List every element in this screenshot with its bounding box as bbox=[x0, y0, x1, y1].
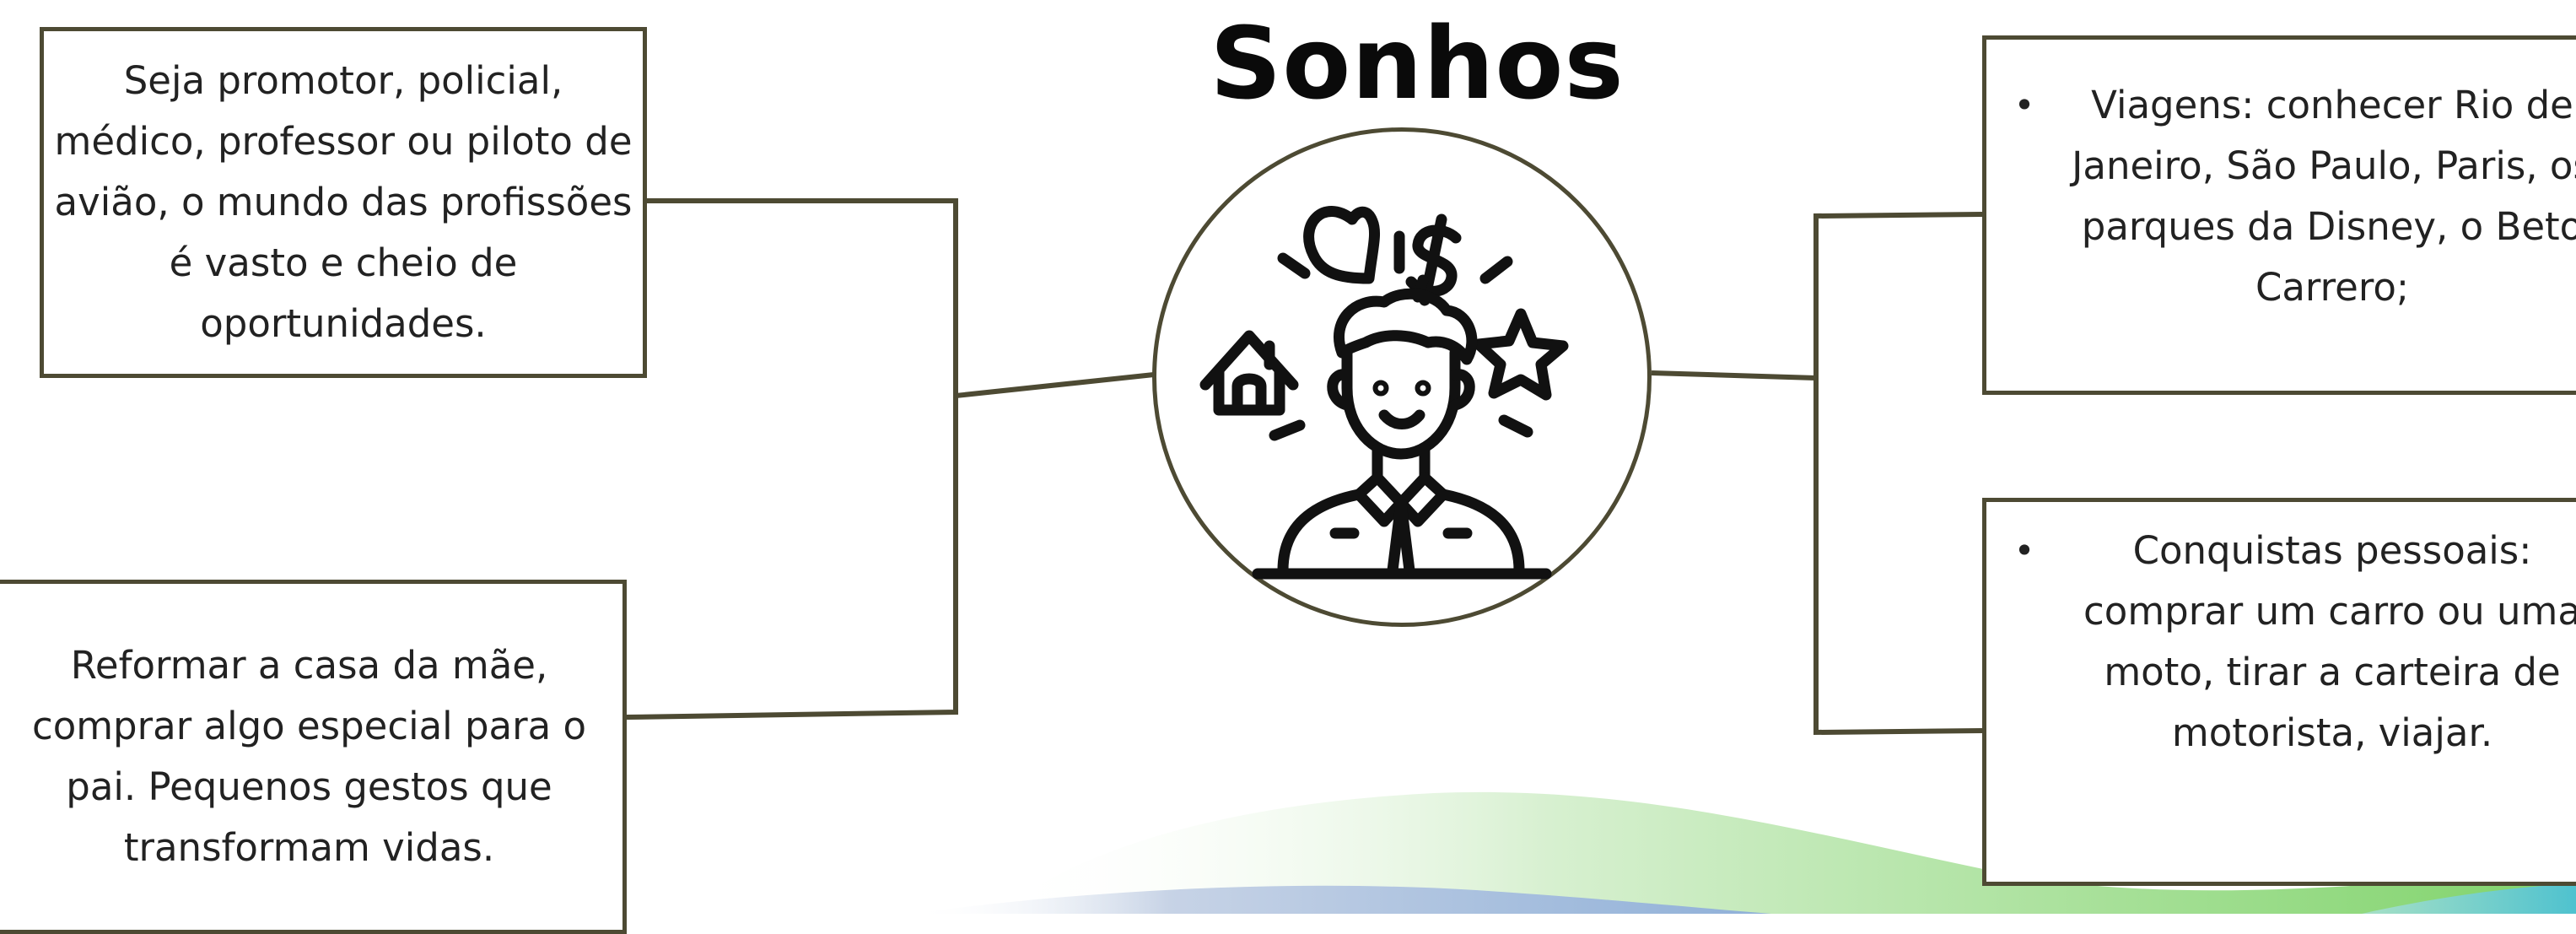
dream-box-travel: • Viagens: conhecer Rio de Janeiro, São … bbox=[1982, 35, 2576, 395]
dream-box-professions: Seja promotor, policial, médico, profess… bbox=[40, 27, 647, 378]
dream-text-achievements: Conquistas pessoais: comprar um carro ou… bbox=[2062, 521, 2576, 764]
dream-text-professions: Seja promotor, policial, médico, profess… bbox=[44, 51, 643, 354]
connector-center-right bbox=[1652, 373, 1816, 378]
center-circle bbox=[1152, 127, 1652, 627]
eye-left bbox=[1378, 386, 1383, 391]
bullet-item-achievements: • Conquistas pessoais: comprar um carro … bbox=[1986, 521, 2576, 764]
dream-text-travel: Viagens: conhecer Rio de Janeiro, São Pa… bbox=[2062, 75, 2576, 318]
page-title: Sonhos bbox=[1156, 0, 1679, 127]
dream-text-family: Reformar a casa da mãe, comprar algo esp… bbox=[0, 635, 622, 878]
connector-top-right bbox=[1816, 214, 1982, 732]
connector-bottom-left bbox=[627, 396, 956, 717]
ray bbox=[1485, 262, 1507, 278]
face bbox=[1347, 353, 1455, 454]
person-dreaming-icon bbox=[1156, 132, 1647, 623]
heart-icon bbox=[1309, 212, 1375, 278]
dream-box-achievements: • Conquistas pessoais: comprar um carro … bbox=[1982, 498, 2576, 886]
eye-right bbox=[1420, 386, 1425, 391]
ray bbox=[1275, 425, 1300, 435]
bullet-point: • bbox=[1986, 521, 2062, 581]
dream-box-family: Reformar a casa da mãe, comprar algo esp… bbox=[0, 580, 627, 934]
connector-top-left bbox=[647, 201, 1154, 396]
star-icon bbox=[1479, 314, 1563, 395]
ray bbox=[1283, 258, 1305, 273]
house-icon bbox=[1205, 336, 1293, 410]
bullet-item-travel: • Viagens: conhecer Rio de Janeiro, São … bbox=[1986, 75, 2576, 318]
tie bbox=[1393, 503, 1409, 570]
bullet-point: • bbox=[1986, 75, 2062, 136]
ray bbox=[1504, 420, 1528, 432]
mouth bbox=[1384, 415, 1420, 424]
